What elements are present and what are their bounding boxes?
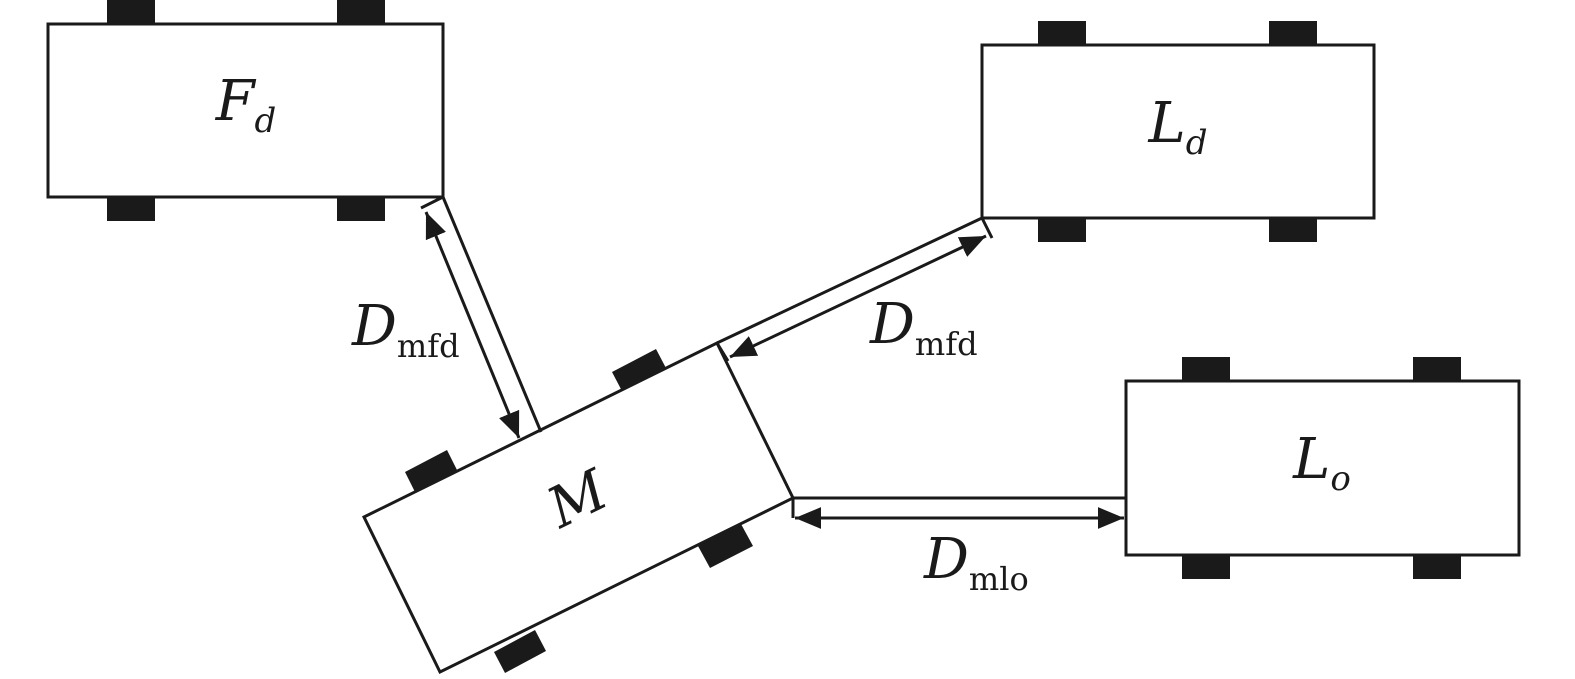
distance-bottom: Dmlo [791, 496, 1126, 598]
wheel [494, 630, 546, 673]
extension-line [715, 342, 730, 362]
distance-left-label: Dmfd [351, 294, 460, 365]
vehicle-lo-label: Lo [1292, 427, 1351, 499]
wheel [1182, 555, 1230, 579]
wheel [1413, 555, 1461, 579]
vehicle-ld: Ld [980, 21, 1376, 242]
wheel [107, 197, 155, 221]
wheel [1269, 218, 1317, 242]
distance-left: Dmfd [351, 195, 543, 439]
wheel [1413, 357, 1461, 381]
extension-line [441, 196, 543, 433]
distance-bottom-label: Dmlo [923, 527, 1029, 598]
wheel [337, 197, 385, 221]
wheel [1182, 357, 1230, 381]
distance-arrow [729, 234, 987, 359]
distance-arrow [424, 211, 521, 439]
vehicle-fd: Fd [46, 0, 445, 221]
distance-right: Dmfd [715, 216, 994, 363]
vehicle-body [980, 43, 1376, 220]
vehicle-body [1124, 379, 1521, 557]
vehicle-fd-label: Fd [215, 69, 277, 141]
wheel [1038, 218, 1086, 242]
vehicle-ld-label: Ld [1148, 91, 1208, 163]
vehicle-body [46, 22, 445, 199]
wheel [612, 349, 667, 393]
extension-line [420, 195, 444, 210]
vehicle-m: M [361, 340, 796, 675]
wheel [107, 0, 155, 24]
wheel [405, 450, 458, 494]
extension-line [980, 217, 994, 239]
wheel [1038, 21, 1086, 45]
vehicle-lo: Lo [1124, 357, 1521, 579]
wheel [1269, 21, 1317, 45]
distance-right-label: Dmfd [869, 292, 978, 363]
wheel [337, 0, 385, 24]
wheel [698, 524, 753, 568]
